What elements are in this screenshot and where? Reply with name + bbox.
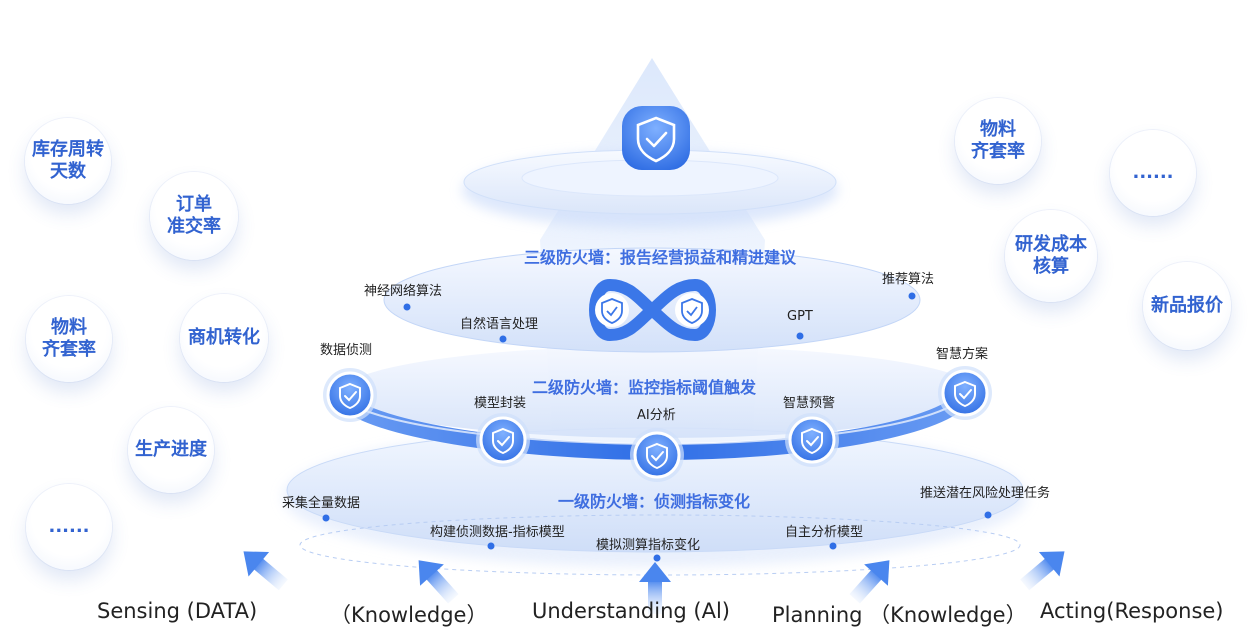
ring-shield-icon bbox=[476, 413, 530, 467]
step-understanding: Understanding (Al) bbox=[532, 599, 730, 623]
step-acting: Acting(Response) bbox=[1040, 599, 1224, 623]
right-metric-rd-cost: 研发成本核算 bbox=[1005, 210, 1097, 302]
level2-title: 二级防火墙：监控指标阈值触发 bbox=[532, 378, 757, 397]
arrow-up-icon bbox=[849, 560, 890, 604]
ring-shield-icon bbox=[630, 428, 684, 482]
level1-tag-push-tasks: 推送潜在风险处理任务 bbox=[920, 486, 1051, 501]
tag-dot bbox=[829, 542, 837, 550]
level3-tag-nlp: 自然语言处理 bbox=[460, 317, 539, 332]
tag-dot bbox=[403, 303, 411, 311]
ring-shield-icon bbox=[785, 413, 839, 467]
step-planning: Planning （Knowledge） bbox=[772, 603, 1027, 627]
tag-dot bbox=[487, 542, 495, 550]
top-shield-icon bbox=[622, 106, 690, 170]
tag-dot bbox=[499, 335, 507, 343]
ring-shield-icon bbox=[938, 366, 992, 420]
right-metric-material-kitting: 物料齐套率 bbox=[955, 98, 1041, 184]
level3-tag-neural-network: 神经网络算法 bbox=[364, 284, 443, 299]
tag-dot bbox=[984, 511, 992, 519]
level1-title: 一级防火墙：侦测指标变化 bbox=[558, 492, 751, 511]
tag-dot bbox=[796, 332, 804, 340]
tag-dot bbox=[322, 514, 330, 522]
level3-tag-gpt: GPT bbox=[787, 309, 813, 324]
level1-tag-simulate: 模拟测算指标变化 bbox=[596, 538, 701, 553]
infinity-shield-icon bbox=[589, 278, 716, 342]
left-metric-more: ...... bbox=[26, 484, 112, 570]
arrow-up-icon bbox=[418, 560, 459, 604]
left-metric-production-progress: 生产进度 bbox=[128, 407, 214, 493]
level3-tag-recommendation: 推荐算法 bbox=[882, 272, 935, 287]
tag-dot bbox=[908, 292, 916, 300]
level1-tag-autonomous-model: 自主分析模型 bbox=[785, 525, 864, 540]
left-metric-order-accuracy: 订单准交率 bbox=[150, 172, 238, 260]
step-sensing: Sensing (DATA) bbox=[97, 599, 258, 623]
arrow-up-icon bbox=[243, 551, 288, 591]
right-metric-new-product-quote: 新品报价 bbox=[1143, 262, 1231, 350]
arrow-up-icon bbox=[639, 562, 671, 614]
level1-tag-collect-data: 采集全量数据 bbox=[282, 496, 361, 511]
level2-tag-smart-warning: 智慧预警 bbox=[783, 396, 836, 411]
level1-tag-build-model: 构建侦测数据-指标模型 bbox=[430, 525, 565, 540]
level3-disc bbox=[383, 247, 921, 353]
level2-tag-smart-solution: 智慧方案 bbox=[936, 347, 989, 362]
level2-tag-model-packaging: 模型封装 bbox=[474, 396, 527, 411]
level2-tag-ai-analysis: AI分析 bbox=[637, 408, 676, 423]
arrow-up-icon bbox=[1020, 551, 1065, 591]
left-metric-inventory-turnover: 库存周转天数 bbox=[25, 118, 111, 204]
right-metric-more: ...... bbox=[1110, 130, 1196, 216]
left-metric-opportunity-conversion: 商机转化 bbox=[180, 294, 268, 382]
tag-dot bbox=[653, 554, 661, 562]
level2-tag-data-detection: 数据侦测 bbox=[320, 343, 373, 358]
step-knowledge: （Knowledge） bbox=[330, 603, 488, 627]
left-metric-material-kitting: 物料齐套率 bbox=[26, 296, 112, 382]
ring-shield-icon bbox=[323, 368, 377, 422]
level3-title: 三级防火墙：报告经营损益和精进建议 bbox=[524, 248, 797, 267]
